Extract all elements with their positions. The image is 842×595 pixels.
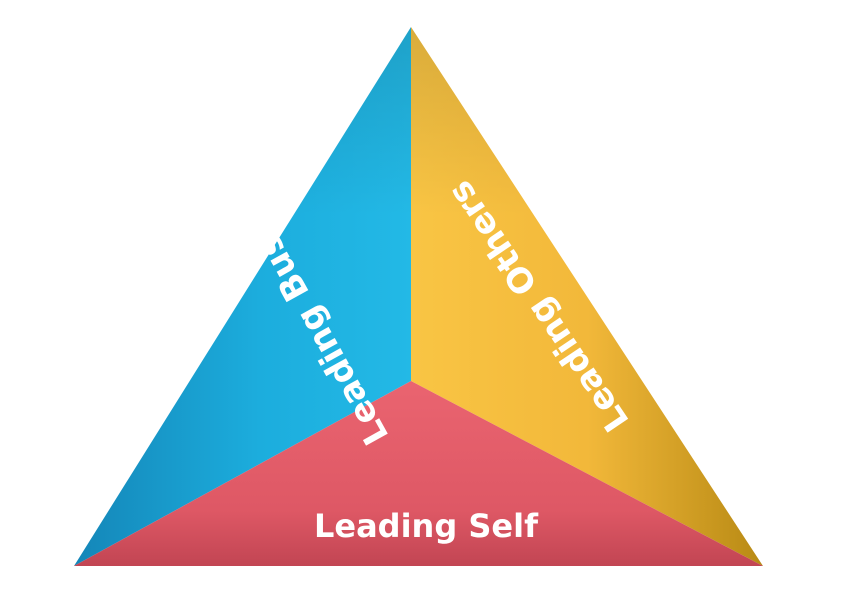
- apex-shading: [74, 27, 763, 566]
- label-leading-self: Leading Self: [314, 507, 539, 545]
